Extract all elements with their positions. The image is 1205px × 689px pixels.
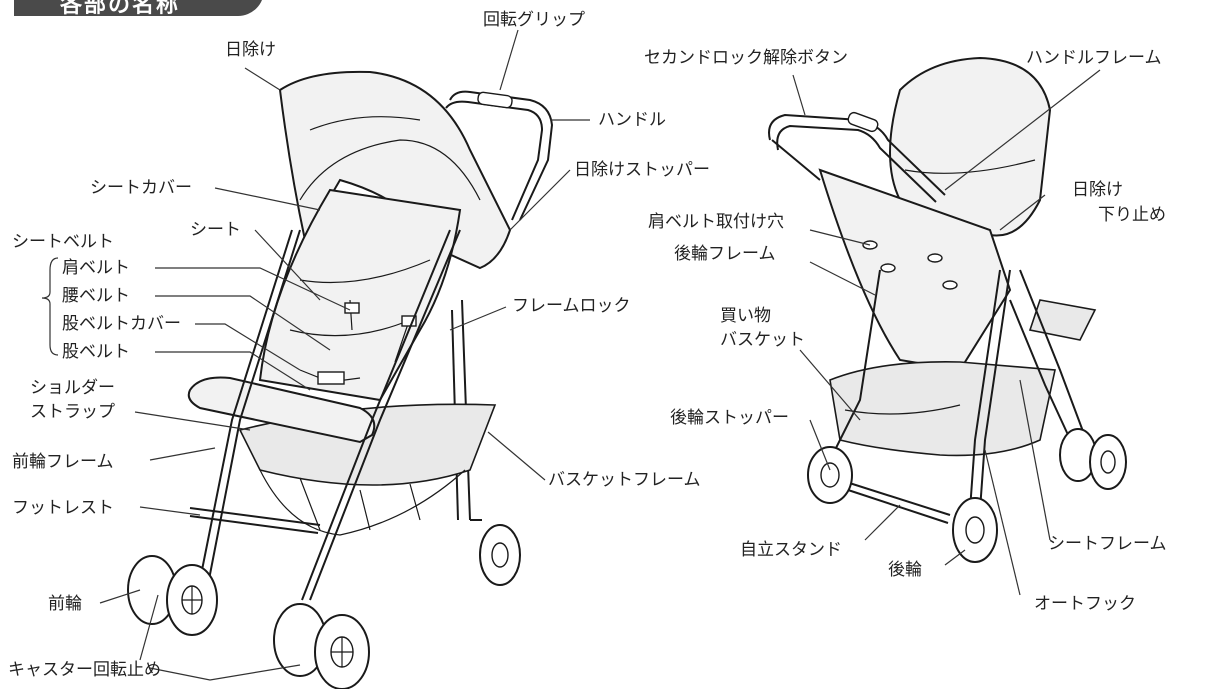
back-stroller-drawing	[768, 56, 1127, 563]
label-seat-cover: シートカバー	[90, 178, 192, 198]
label-footrest: フットレスト	[12, 498, 114, 518]
label-seat: シート	[190, 220, 241, 240]
label-caster-lock: キャスター回転止め	[8, 660, 161, 680]
label-front-wheel-frame: 前輪フレーム	[12, 452, 114, 472]
label-shoulder-strap-line2: ストラップ	[30, 402, 115, 422]
label-rear-wheel: 後輪	[888, 560, 922, 580]
label-basket-line2: バスケット	[720, 330, 805, 350]
label-waist-belt: 腰ベルト	[62, 286, 130, 306]
label-shoulder-belt: 肩ベルト	[62, 258, 130, 278]
label-canopy-holder-line2: 下り止め	[1098, 205, 1166, 225]
label-frame-lock: フレームロック	[512, 296, 631, 316]
label-canopy-stopper: 日除けストッパー	[574, 160, 710, 180]
front-right-wheels	[273, 603, 370, 689]
label-handle-frame: ハンドルフレーム	[1026, 48, 1162, 68]
label-auto-hook: オートフック	[1034, 594, 1136, 614]
label-stand: 自立スタンド	[740, 540, 842, 560]
label-crotch-belt: 股ベルト	[62, 342, 130, 362]
label-second-lock-button: セカンドロック解除ボタン	[644, 48, 848, 68]
back-canopy	[889, 56, 1052, 237]
label-handle: ハンドル	[598, 110, 666, 130]
label-basket-line1: 買い物	[720, 306, 771, 326]
label-seat-frame: シートフレーム	[1048, 534, 1167, 554]
label-seat-belt: シートベルト	[12, 232, 114, 252]
back-left-wheel	[807, 446, 853, 504]
label-shoulder-belt-hole: 肩ベルト取付け穴	[648, 212, 784, 232]
label-canopy: 日除け	[225, 40, 276, 60]
back-front-wheels	[1059, 428, 1127, 490]
label-rotating-grip: 回転グリップ	[483, 10, 585, 30]
label-rear-wheel-stopper: 後輪ストッパー	[670, 408, 789, 428]
front-seat	[258, 188, 462, 402]
leader-lines	[41, 29, 1101, 681]
label-crotch-belt-cover: 股ベルトカバー	[62, 314, 181, 334]
label-rear-wheel-frame: 後輪フレーム	[674, 244, 776, 264]
section-title-badge: 各部の名称	[14, 0, 264, 18]
front-left-wheels	[127, 555, 218, 636]
label-front-wheel: 前輪	[48, 594, 82, 614]
label-canopy-holder-line1: 日除け	[1072, 180, 1123, 200]
label-shoulder-strap-line1: ショルダー	[30, 378, 115, 398]
front-stroller-drawing	[127, 70, 554, 689]
back-rear-wheel	[952, 497, 998, 563]
front-rear-wheel	[479, 524, 521, 586]
label-basket-frame: バスケットフレーム	[548, 470, 701, 490]
front-bumper-bar	[187, 376, 376, 444]
